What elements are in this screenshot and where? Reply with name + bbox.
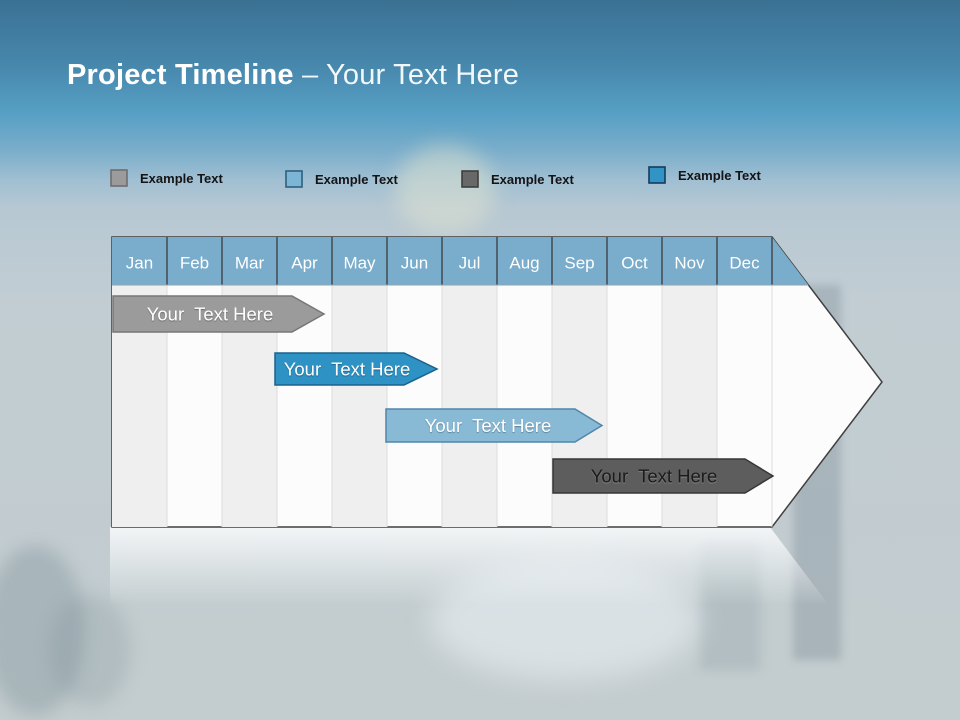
task-bar-1-label: Your Text Here	[147, 304, 274, 325]
legend-swatch-blue-icon	[648, 166, 666, 184]
legend-swatch-rect	[110, 169, 128, 187]
task-bar-4[interactable]: Your Text Here	[552, 458, 775, 494]
task-bar-2-label: Your Text Here	[284, 359, 411, 380]
legend-swatch-rect	[648, 166, 666, 184]
legend-item-2[interactable]: Example Text	[285, 170, 398, 188]
month-label-apr: Apr	[291, 254, 318, 273]
month-label-oct: Oct	[621, 254, 648, 273]
task-bar-3[interactable]: Your Text Here	[385, 408, 604, 443]
background-trees-silhouette	[0, 545, 85, 715]
legend-swatch-darkgray-icon	[461, 170, 479, 188]
month-header-separators	[166, 237, 773, 285]
month-label-dec: Dec	[729, 254, 760, 273]
month-label-jan: Jan	[126, 254, 153, 273]
month-label-nov: Nov	[674, 254, 705, 273]
month-label-aug: Aug	[509, 254, 539, 273]
background-pale-tree	[395, 145, 495, 235]
month-label-jun: Jun	[401, 254, 428, 273]
month-label-may: May	[343, 254, 376, 273]
month-label-jul: Jul	[459, 254, 481, 273]
task-bar-2-shape	[274, 352, 439, 386]
background-tower-silhouette-2	[700, 540, 760, 670]
task-bar-1-shape	[112, 295, 326, 333]
slide-title-bold: Project Timeline	[67, 59, 294, 91]
task-bar-2[interactable]: Your Text Here	[274, 352, 439, 386]
background-cloud	[430, 560, 700, 680]
legend-item-3[interactable]: Example Text	[461, 170, 574, 188]
legend-swatch-lightblue-icon	[285, 170, 303, 188]
timeline-arrow-chart[interactable]: Jan Feb Mar Apr May Jun Jul Aug Sep Oct …	[110, 235, 884, 529]
legend-item-4[interactable]: Example Text	[648, 166, 761, 184]
legend-swatch-rect	[461, 170, 479, 188]
task-bar-3-label: Your Text Here	[425, 415, 552, 436]
month-labels: Jan Feb Mar Apr May Jun Jul Aug Sep Oct …	[126, 254, 760, 273]
month-label-sep: Sep	[564, 254, 594, 273]
legend-swatch-rect	[285, 170, 303, 188]
task-bar-4-label: Your Text Here	[591, 466, 718, 487]
legend-label: Example Text	[315, 171, 398, 187]
month-label-feb: Feb	[180, 254, 209, 273]
task-bar-1[interactable]: Your Text Here	[112, 295, 326, 333]
task-bar-3-shape	[385, 408, 604, 443]
task-bar-4-shape	[552, 458, 775, 494]
legend-label: Example Text	[140, 170, 223, 186]
task-bars: Your Text Here Your Text Here Your Text …	[112, 295, 775, 494]
timeline-reflection	[110, 527, 834, 612]
slide-title[interactable]: Project Timeline – Your Text Here	[67, 59, 519, 92]
legend-label: Example Text	[491, 171, 574, 187]
legend-swatch-gray-icon	[110, 169, 128, 187]
background-trees-silhouette-2	[50, 595, 130, 705]
legend-label: Example Text	[678, 167, 761, 183]
legend-item-1[interactable]: Example Text	[110, 169, 223, 187]
slide-title-rest: – Your Text Here	[293, 59, 520, 91]
month-label-mar: Mar	[235, 254, 265, 273]
